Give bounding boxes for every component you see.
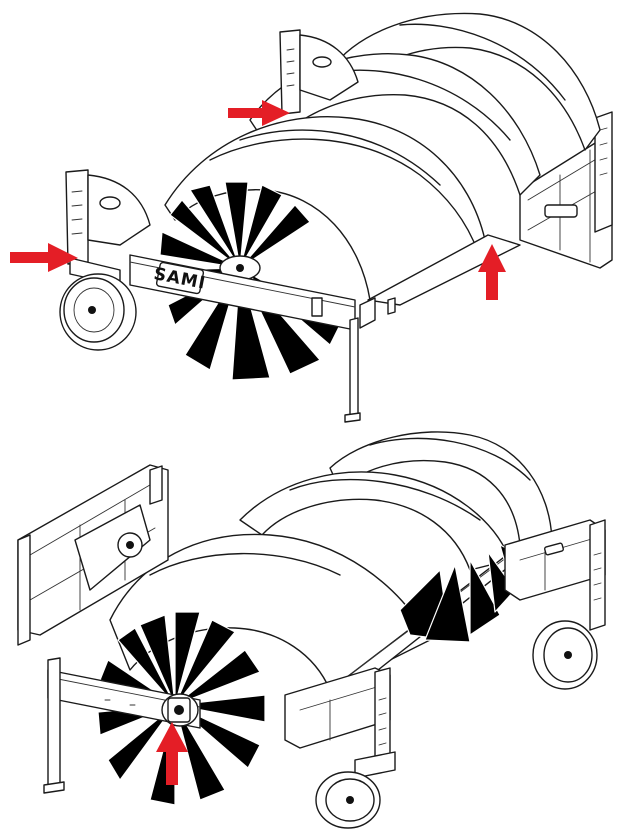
front-left-stand	[65, 169, 151, 286]
top-view: SAMI	[10, 12, 613, 423]
rear-right-bracket	[519, 111, 613, 269]
front-right-stand	[284, 667, 396, 829]
arrow-callout-left	[10, 243, 78, 272]
side-brush	[399, 544, 521, 643]
arrow-callout-top-left	[228, 100, 290, 126]
front-bar: SAMI	[129, 254, 376, 331]
front-bar-bottom	[43, 657, 201, 794]
right-bracket	[504, 519, 606, 690]
rear-drum	[329, 12, 601, 151]
front-drum	[164, 116, 521, 306]
arrow-callout-up-bottom	[156, 722, 188, 785]
rear-left-stand	[279, 29, 359, 115]
mounting-frame	[17, 464, 169, 646]
bottom-view	[17, 431, 606, 829]
arrow-callout-up-right	[478, 244, 506, 300]
front-left-wheel	[59, 273, 137, 351]
front-legs	[344, 297, 396, 423]
fan-brush-bottom	[97, 611, 266, 806]
